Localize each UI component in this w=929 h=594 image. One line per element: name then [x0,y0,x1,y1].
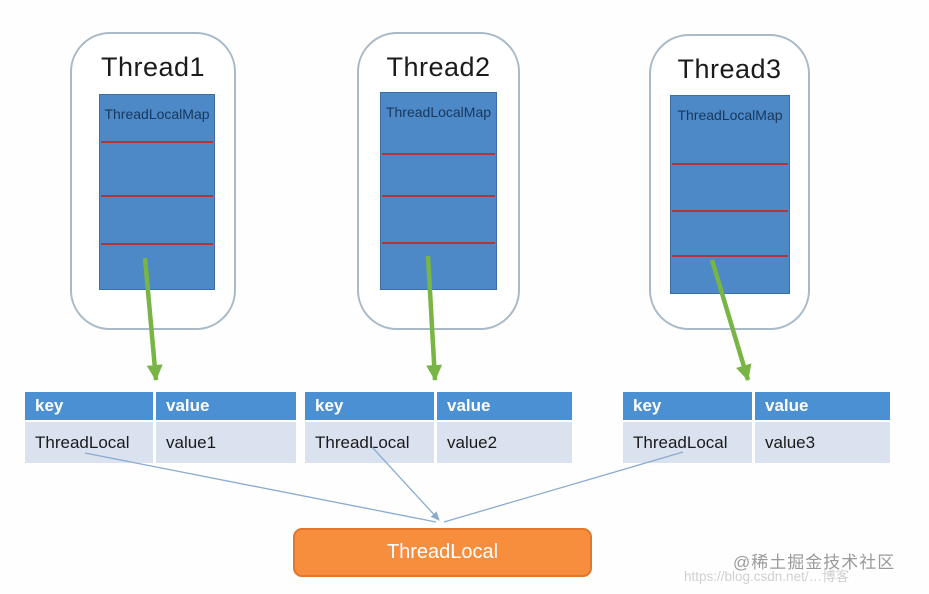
map-entry-divider [101,243,213,245]
thread3-card: Thread3 ThreadLocalMap [649,34,810,330]
column-header-key: key [25,392,153,420]
blue-connector-table1 [84,452,437,523]
map-entry-divider [672,255,788,257]
cell-key: ThreadLocal [305,422,434,463]
map-entry-divider [101,141,213,143]
column-header-value: value [755,392,890,420]
kv-table-thread1: key value ThreadLocal value1 [25,392,296,463]
map-entry-divider [382,153,495,155]
cell-key: ThreadLocal [623,422,752,463]
thread3-threadlocalmap-box: ThreadLocalMap [670,95,790,294]
column-header-key: key [623,392,752,420]
thread2-title: Thread2 [386,52,491,82]
map-entry-divider [672,210,788,212]
map-entry-divider [101,195,213,197]
kv-table-thread2: key value ThreadLocal value2 [305,392,572,463]
cell-key: ThreadLocal [25,422,153,463]
threadlocalmap-label: ThreadLocalMap [104,106,210,122]
threadlocalmap-label: ThreadLocalMap [677,107,783,123]
column-header-key: key [305,392,434,420]
watermark-community: @稀土掘金技术社区 [733,553,896,572]
thread1-title: Thread1 [100,52,206,82]
kv-table-thread3: key value ThreadLocal value3 [623,392,890,463]
thread2-threadlocalmap-box: ThreadLocalMap [380,92,497,290]
threadlocalmap-label: ThreadLocalMap [385,104,492,120]
map-entry-divider [382,195,495,197]
map-entry-divider [672,163,788,165]
thread1-card: Thread1 ThreadLocalMap [70,32,236,330]
map-entry-divider [382,242,495,244]
watermark-url: https://blog.csdn.net/…博客 [684,569,850,584]
thread2-card: Thread2 ThreadLocalMap [357,32,520,330]
column-header-value: value [156,392,296,420]
column-header-value: value [437,392,572,420]
thread1-threadlocalmap-box: ThreadLocalMap [99,94,215,290]
cell-value: value1 [156,422,296,463]
cell-value: value2 [437,422,572,463]
thread3-title: Thread3 [677,54,782,84]
threadlocal-shared-object: ThreadLocal [293,528,592,577]
cell-value: value3 [755,422,890,463]
